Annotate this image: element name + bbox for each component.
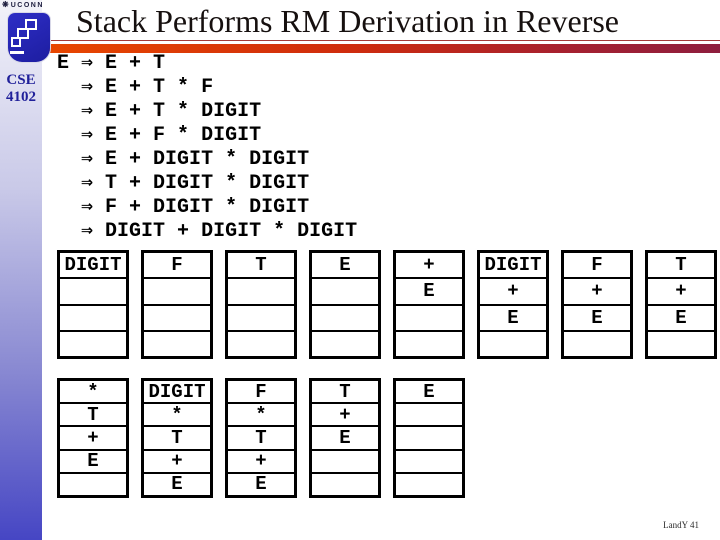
derivation-line: ⇒ E + F * DIGIT	[57, 124, 262, 147]
stack-cell: T	[144, 427, 210, 451]
stack-row-2: * T + E DIGIT * T + E F * T + E T + E	[57, 378, 465, 498]
stack-diagram: F + E	[561, 250, 633, 359]
stack-cell	[396, 306, 462, 332]
stack-cell	[228, 306, 294, 332]
stack-cell	[396, 451, 462, 474]
stack-cell: +	[144, 451, 210, 474]
stack-cell: T	[648, 253, 714, 280]
slide-footer-label: LandY 41	[663, 520, 699, 530]
stack-diagram: E	[393, 378, 465, 498]
stack-cell: *	[144, 404, 210, 428]
course-id: CSE 4102	[0, 72, 42, 106]
stack-cell: T	[312, 381, 378, 405]
title-underline-bar	[44, 44, 720, 53]
stack-cell: +	[60, 427, 126, 451]
monitor-icon	[25, 19, 37, 30]
stack-cell	[144, 279, 210, 306]
stack-diagram: DIGIT	[57, 250, 129, 359]
stack-diagram: T + E	[645, 250, 717, 359]
sidebar-gradient-strip	[0, 0, 42, 540]
stack-cell: F	[228, 381, 294, 405]
stack-diagram: * T + E	[57, 378, 129, 498]
stack-cell: F	[144, 253, 210, 280]
stack-cell: DIGIT	[60, 253, 126, 280]
stack-cell: DIGIT	[480, 253, 546, 280]
keyboard-icon	[10, 51, 24, 54]
title-underline-thin	[44, 40, 720, 41]
stack-cell	[396, 404, 462, 428]
stack-diagram: T	[225, 250, 297, 359]
stack-cell	[396, 332, 462, 356]
stack-cell: E	[648, 306, 714, 332]
stack-cell	[60, 306, 126, 332]
stack-cell	[480, 332, 546, 356]
stack-diagram: + E	[393, 250, 465, 359]
stack-cell	[312, 279, 378, 306]
stack-cell: +	[228, 451, 294, 474]
stack-cell: E	[396, 279, 462, 306]
stack-cell	[144, 306, 210, 332]
course-id-line2: 4102	[6, 89, 36, 105]
stack-cell: E	[564, 306, 630, 332]
stack-cell: E	[396, 381, 462, 405]
stack-cell	[564, 332, 630, 356]
stack-cell: E	[480, 306, 546, 332]
uconn-wordmark-text: UCONN	[10, 1, 44, 9]
stack-cell	[60, 279, 126, 306]
stack-cell: +	[312, 404, 378, 428]
stack-cell: +	[396, 253, 462, 280]
stack-diagram: DIGIT * T + E	[141, 378, 213, 498]
stack-cell: +	[564, 279, 630, 306]
stack-cell	[312, 306, 378, 332]
stack-cell: T	[60, 404, 126, 428]
stack-cell	[312, 474, 378, 495]
stack-diagram: E	[309, 250, 381, 359]
monitor-icon	[11, 37, 21, 47]
derivation-line: ⇒ E + DIGIT * DIGIT	[57, 148, 310, 171]
derivation-block: E ⇒ E + T ⇒ E + T * F ⇒ E + T * DIGIT ⇒ …	[57, 52, 357, 244]
stack-cell: +	[648, 279, 714, 306]
derivation-line: ⇒ T + DIGIT * DIGIT	[57, 172, 310, 195]
stack-cell	[228, 332, 294, 356]
derivation-line: ⇒ E + T * DIGIT	[57, 100, 262, 123]
page-title: Stack Performs RM Derivation in Reverse	[76, 3, 619, 39]
stack-cell: E	[171, 473, 183, 496]
derivation-line: ⇒ F + DIGIT * DIGIT	[57, 196, 310, 219]
monitor-icon	[17, 28, 29, 39]
stack-cell: F	[564, 253, 630, 280]
stack-cell: E	[312, 253, 378, 280]
stack-cell: *	[60, 381, 126, 405]
stack-cell: T	[228, 253, 294, 280]
uconn-wordmark: ❋ UCONN	[2, 1, 44, 9]
stack-cell: E	[255, 473, 267, 496]
stack-diagram: F * T + E	[225, 378, 297, 498]
cse-department-logo	[8, 13, 50, 62]
oak-leaf-icon: ❋	[2, 0, 9, 9]
stack-row-1: DIGIT F T E + E	[57, 250, 717, 359]
stack-cell: E	[60, 451, 126, 474]
stack-cell	[396, 427, 462, 451]
stack-cell	[60, 474, 126, 495]
derivation-line: ⇒ E + T * F	[57, 76, 214, 99]
stack-cell: E	[312, 427, 378, 451]
stack-cell	[312, 451, 378, 474]
stack-cell	[144, 332, 210, 356]
stack-cell	[396, 474, 462, 495]
stack-cell: T	[228, 427, 294, 451]
stack-diagram: T + E	[309, 378, 381, 498]
derivation-line: E ⇒ E + T	[57, 52, 166, 75]
course-id-line1: CSE	[6, 72, 36, 88]
stack-cell	[312, 332, 378, 356]
stack-diagram: DIGIT + E	[477, 250, 549, 359]
stack-diagram: F	[141, 250, 213, 359]
stack-cell	[228, 279, 294, 306]
stack-cell: +	[480, 279, 546, 306]
stack-cell	[648, 332, 714, 356]
stack-cell	[60, 332, 126, 356]
stack-cell: DIGIT	[144, 381, 210, 405]
derivation-line: ⇒ DIGIT + DIGIT * DIGIT	[57, 220, 358, 243]
stack-cell: *	[228, 404, 294, 428]
